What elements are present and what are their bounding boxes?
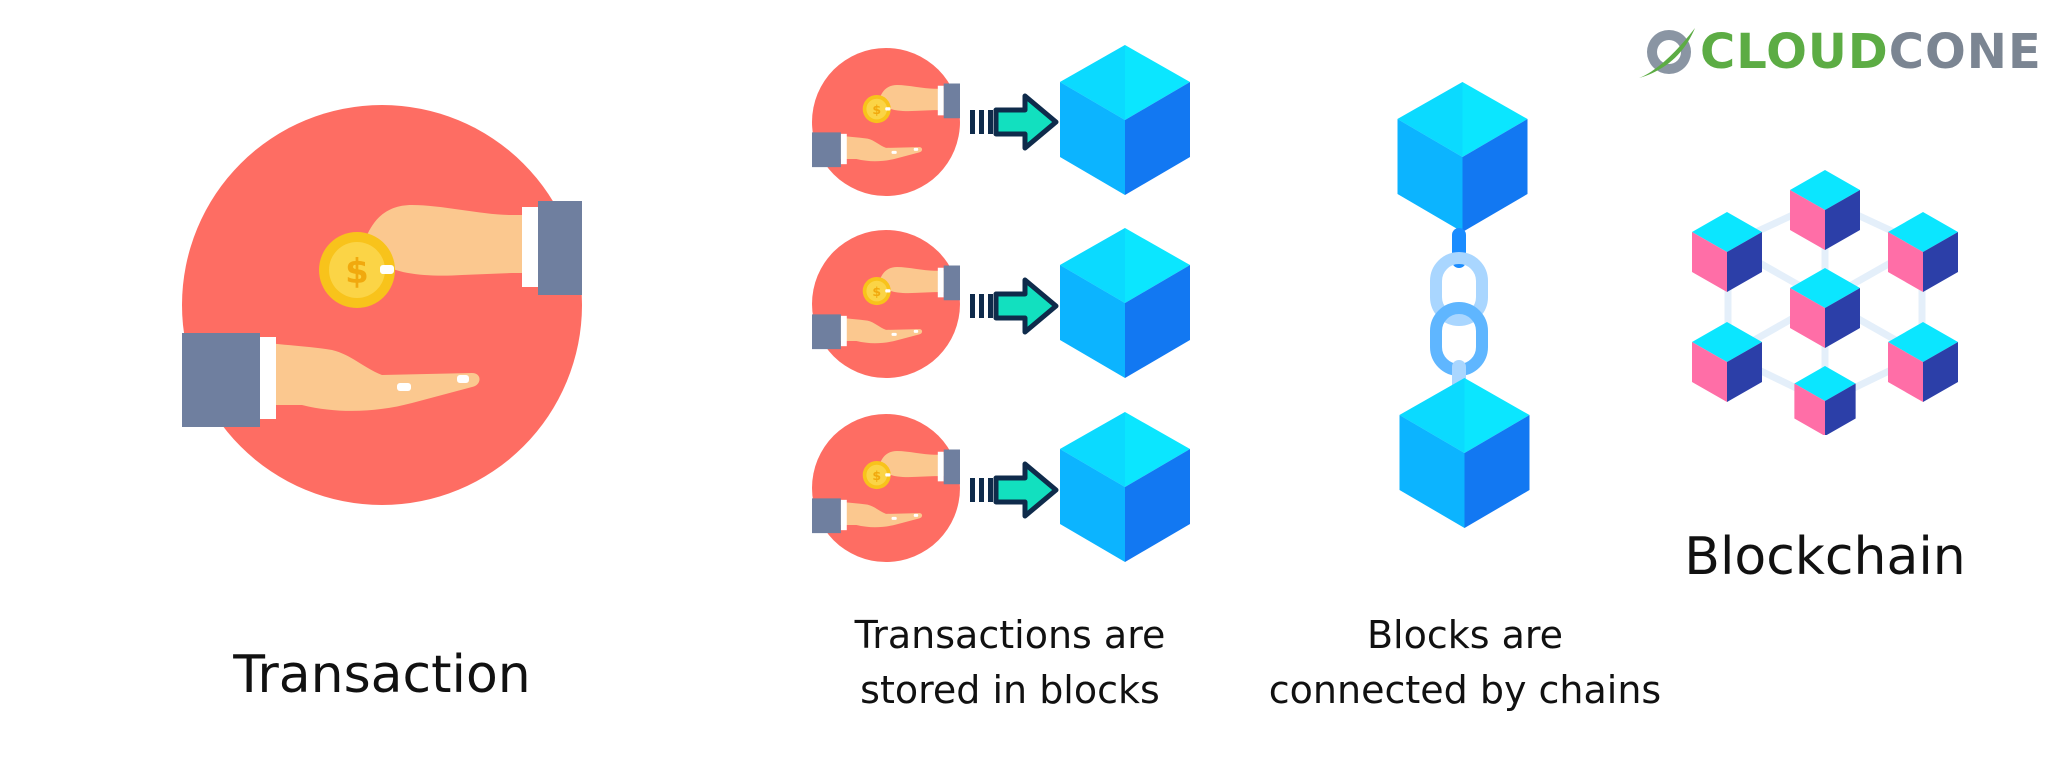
transaction-icon — [812, 48, 960, 196]
brand-logo: CLOUDCONE — [1700, 24, 2042, 80]
stored-caption-line1: Transactions are — [854, 613, 1166, 657]
right-arrow-icon — [970, 92, 1060, 152]
cloudcone-logo-icon — [1639, 28, 1695, 78]
cube-block-icon — [1060, 45, 1190, 195]
connected-caption-line2: connected by chains — [1268, 668, 1662, 712]
stored-caption-line2: stored in blocks — [860, 668, 1160, 712]
transaction-label: Transaction — [233, 645, 531, 705]
cube-block-icon — [1397, 378, 1532, 528]
transaction-icon — [812, 230, 960, 378]
cube-block-icon — [1395, 82, 1530, 232]
transaction-icon — [812, 414, 960, 562]
block-network-icon — [1692, 170, 1958, 435]
blockchain-label: Blockchain — [1684, 527, 1966, 587]
connected-caption-line1: Blocks are — [1366, 613, 1564, 657]
right-arrow-icon — [970, 460, 1060, 520]
cube-block-icon — [1060, 412, 1190, 562]
right-arrow-icon — [970, 276, 1060, 336]
cube-block-icon — [1060, 228, 1190, 378]
connected-caption: Blocks are connected by chains — [1255, 608, 1675, 718]
stored-caption: Transactions are stored in blocks — [820, 608, 1200, 718]
hand-giving-coin-icon — [182, 105, 582, 505]
brand-part-cloud: CLOUD — [1700, 24, 1889, 80]
brand-part-cone: CONE — [1888, 24, 2042, 80]
